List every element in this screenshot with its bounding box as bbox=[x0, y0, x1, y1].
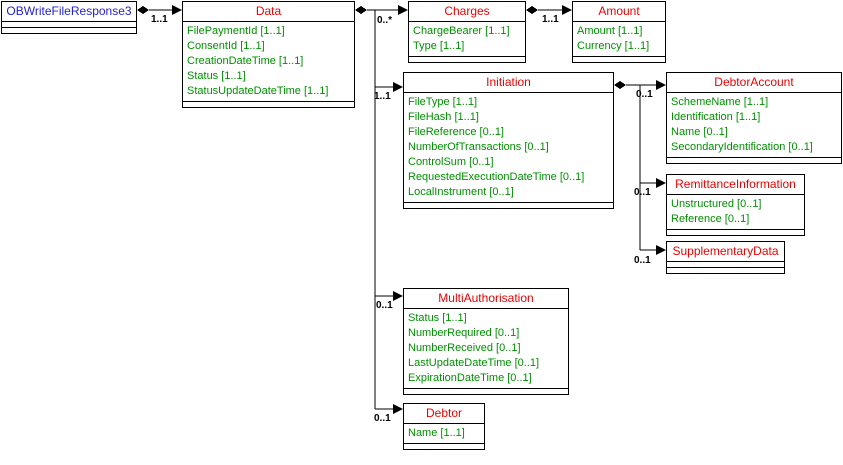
class-title: Initiation bbox=[404, 73, 613, 93]
arrowhead-icon bbox=[656, 80, 666, 90]
multiplicity-label: 1..1 bbox=[542, 14, 559, 25]
multiplicity-label: 0..1 bbox=[376, 300, 393, 311]
class-supplementarydata: SupplementaryData bbox=[666, 241, 785, 274]
class-title: SupplementaryData bbox=[667, 242, 784, 262]
class-remittanceinformation: RemittanceInformation Unstructured [0..1… bbox=[666, 174, 805, 236]
attribute: NumberOfTransactions [0..1] bbox=[408, 141, 549, 153]
attribute: ChargeBearer [1..1] bbox=[413, 25, 510, 37]
attribute: Status [1..1] bbox=[408, 312, 467, 324]
multiplicity-label: 0..1 bbox=[636, 89, 653, 100]
operations-compartment-empty bbox=[404, 389, 568, 394]
attribute: FilePaymentId [1..1] bbox=[187, 25, 285, 37]
operations-compartment-empty bbox=[667, 158, 841, 163]
multiplicity-label: 0..1 bbox=[634, 255, 651, 266]
class-title: RemittanceInformation bbox=[667, 175, 804, 195]
multiplicity-label: 1..1 bbox=[151, 14, 168, 25]
arrowhead-icon bbox=[656, 178, 666, 188]
connector-data-to-charges bbox=[355, 5, 408, 15]
class-title: Debtor bbox=[404, 404, 484, 424]
class-multiauthorisation: MultiAuthorisation Status [1..1] NumberR… bbox=[403, 288, 569, 395]
attribute: CreationDateTime [1..1] bbox=[187, 55, 304, 67]
attribute: ControlSum [0..1] bbox=[408, 156, 494, 168]
attribute: LastUpdateDateTime [0..1] bbox=[408, 357, 540, 369]
operations-compartment-empty bbox=[667, 230, 804, 235]
operations-compartment-empty bbox=[404, 203, 613, 208]
class-debtoraccount: DebtorAccount SchemeName [1..1] Identifi… bbox=[666, 72, 842, 164]
attribute: Name [0..1] bbox=[671, 126, 728, 138]
operations-compartment-empty bbox=[2, 28, 136, 33]
attribute: SchemeName [1..1] bbox=[671, 96, 769, 108]
class-obwritefileresponse3: OBWriteFileResponse3 bbox=[1, 1, 137, 34]
class-initiation: Initiation FileType [1..1] FileHash [1..… bbox=[403, 72, 614, 209]
connector-data-trunk bbox=[374, 10, 403, 414]
attributes-compartment-empty bbox=[2, 22, 136, 28]
arrowhead-icon bbox=[172, 5, 182, 15]
attribute: LocalInstrument [0..1] bbox=[408, 186, 514, 198]
attributes-compartment: SchemeName [1..1] Identification [1..1] … bbox=[667, 93, 841, 158]
attributes-compartment: FileType [1..1] FileHash [1..1] FileRefe… bbox=[404, 93, 613, 203]
class-title: Data bbox=[183, 2, 354, 22]
attributes-compartment-empty bbox=[667, 262, 784, 268]
operations-compartment-empty bbox=[183, 102, 354, 107]
attribute: FileType [1..1] bbox=[408, 96, 478, 108]
class-title: DebtorAccount bbox=[667, 73, 841, 93]
attribute: RequestedExecutionDateTime [0..1] bbox=[408, 171, 585, 183]
composition-diamond-icon bbox=[526, 6, 538, 14]
operations-compartment-empty bbox=[667, 268, 784, 273]
attribute: NumberRequired [0..1] bbox=[408, 327, 520, 339]
class-title: OBWriteFileResponse3 bbox=[2, 2, 136, 22]
connector-root-to-data bbox=[137, 5, 182, 15]
operations-compartment-empty bbox=[573, 57, 665, 62]
class-title: Amount bbox=[573, 2, 665, 22]
attribute: FileHash [1..1] bbox=[408, 111, 479, 123]
attributes-compartment: Amount [1..1] Currency [1..1] bbox=[573, 22, 665, 57]
arrowhead-icon bbox=[393, 291, 403, 301]
attributes-compartment: ChargeBearer [1..1] Type [1..1] bbox=[409, 22, 525, 57]
attribute: Type [1..1] bbox=[413, 40, 465, 52]
attribute: ConsentId [1..1] bbox=[187, 40, 265, 52]
attribute: Reference [0..1] bbox=[671, 213, 750, 225]
attribute: Unstructured [0..1] bbox=[671, 198, 762, 210]
attribute: Status [1..1] bbox=[187, 70, 246, 82]
attribute: NumberReceived [0..1] bbox=[408, 342, 521, 354]
class-title: Charges bbox=[409, 2, 525, 22]
operations-compartment-empty bbox=[404, 444, 484, 449]
class-amount: Amount Amount [1..1] Currency [1..1] bbox=[572, 1, 666, 63]
class-debtor: Debtor Name [1..1] bbox=[403, 403, 485, 450]
class-title: MultiAuthorisation bbox=[404, 289, 568, 309]
operations-compartment-empty bbox=[409, 57, 525, 62]
class-charges: Charges ChargeBearer [1..1] Type [1..1] bbox=[408, 1, 526, 63]
multiplicity-label: 0..1 bbox=[634, 187, 651, 198]
attributes-compartment: FilePaymentId [1..1] ConsentId [1..1] Cr… bbox=[183, 22, 354, 102]
arrowhead-icon bbox=[398, 5, 408, 15]
composition-diamond-icon bbox=[137, 6, 149, 14]
composition-diamond-icon bbox=[614, 81, 626, 89]
composition-diamond-icon bbox=[355, 6, 367, 14]
attributes-compartment: Status [1..1] NumberRequired [0..1] Numb… bbox=[404, 309, 568, 389]
attribute: StatusUpdateDateTime [1..1] bbox=[187, 85, 329, 97]
arrowhead-icon bbox=[393, 404, 403, 414]
connector-charges-to-amount bbox=[526, 5, 572, 15]
attribute: Name [1..1] bbox=[408, 427, 465, 439]
attribute: ExpirationDateTime [0..1] bbox=[408, 372, 532, 384]
attribute: SecondaryIdentification [0..1] bbox=[671, 141, 813, 153]
attribute: FileReference [0..1] bbox=[408, 126, 504, 138]
attribute: Identification [1..1] bbox=[671, 111, 761, 123]
multiplicity-label: 0..1 bbox=[374, 413, 391, 424]
arrowhead-icon bbox=[393, 82, 403, 92]
class-data: Data FilePaymentId [1..1] ConsentId [1..… bbox=[182, 1, 355, 108]
attribute: Currency [1..1] bbox=[577, 40, 650, 52]
attribute: Amount [1..1] bbox=[577, 25, 643, 37]
attributes-compartment: Unstructured [0..1] Reference [0..1] bbox=[667, 195, 804, 230]
multiplicity-label: 0..* bbox=[377, 15, 393, 26]
attributes-compartment: Name [1..1] bbox=[404, 424, 484, 444]
arrowhead-icon bbox=[562, 5, 572, 15]
multiplicity-label: 1..1 bbox=[374, 91, 391, 102]
arrowhead-icon bbox=[656, 245, 666, 255]
connector-initiation-trunk bbox=[614, 80, 666, 255]
